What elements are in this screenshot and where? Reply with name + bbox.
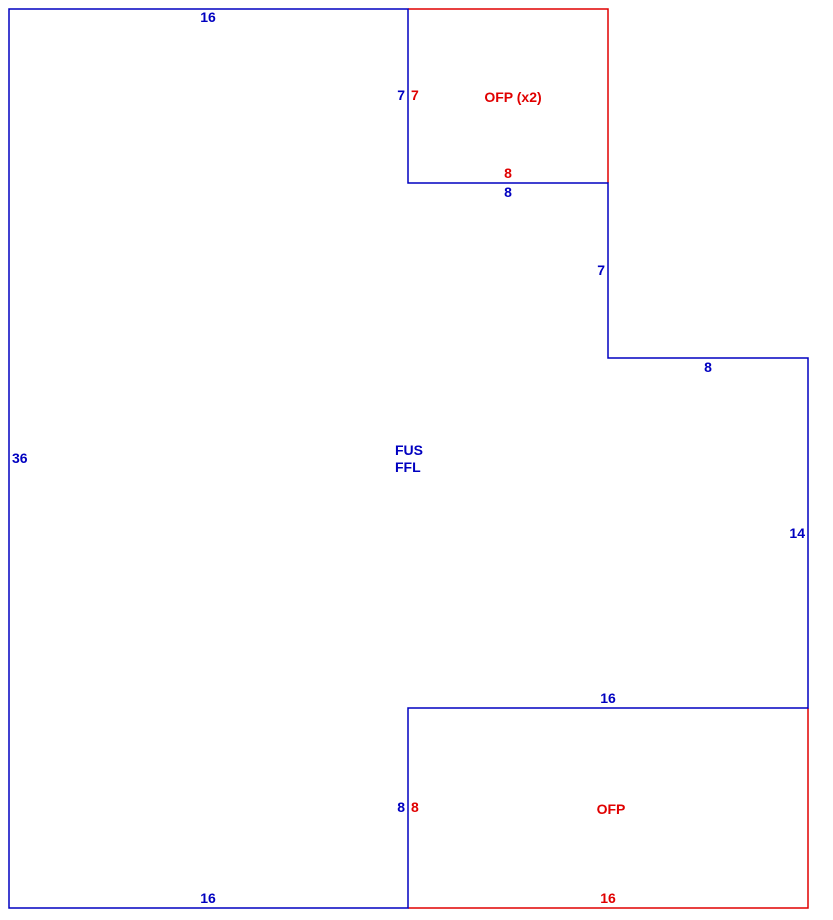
dim-main-right-vertical: 14 [789, 525, 805, 541]
dim-main-top: 16 [200, 9, 216, 25]
main-area-label-line1: FUS [395, 442, 423, 458]
dim-main-notch-bottom: 8 [504, 184, 512, 200]
dim-main-bottom: 16 [200, 890, 216, 906]
dim-ofp-upper-bottom: 8 [504, 165, 512, 181]
ofp-lower-label: OFP [597, 801, 626, 817]
dim-main-lower-top: 16 [600, 690, 616, 706]
ofp-upper-label: OFP (x2) [484, 89, 541, 105]
dim-ofp-lower-left: 8 [411, 799, 419, 815]
ofp-lower-outline [408, 708, 809, 909]
main-area-label-line2: FFL [395, 459, 421, 475]
dim-main-step-horizontal: 8 [704, 359, 712, 375]
ofp-upper-outline [408, 8, 609, 183]
dim-ofp-upper-left: 7 [411, 87, 419, 103]
dim-ofp-lower-bottom: 16 [600, 890, 616, 906]
dim-main-left: 36 [12, 450, 28, 466]
dim-main-notch-left: 7 [397, 87, 405, 103]
dim-main-step-vertical: 7 [597, 262, 605, 278]
dim-main-lower-left: 8 [397, 799, 405, 815]
main-area-outline [8, 8, 809, 909]
